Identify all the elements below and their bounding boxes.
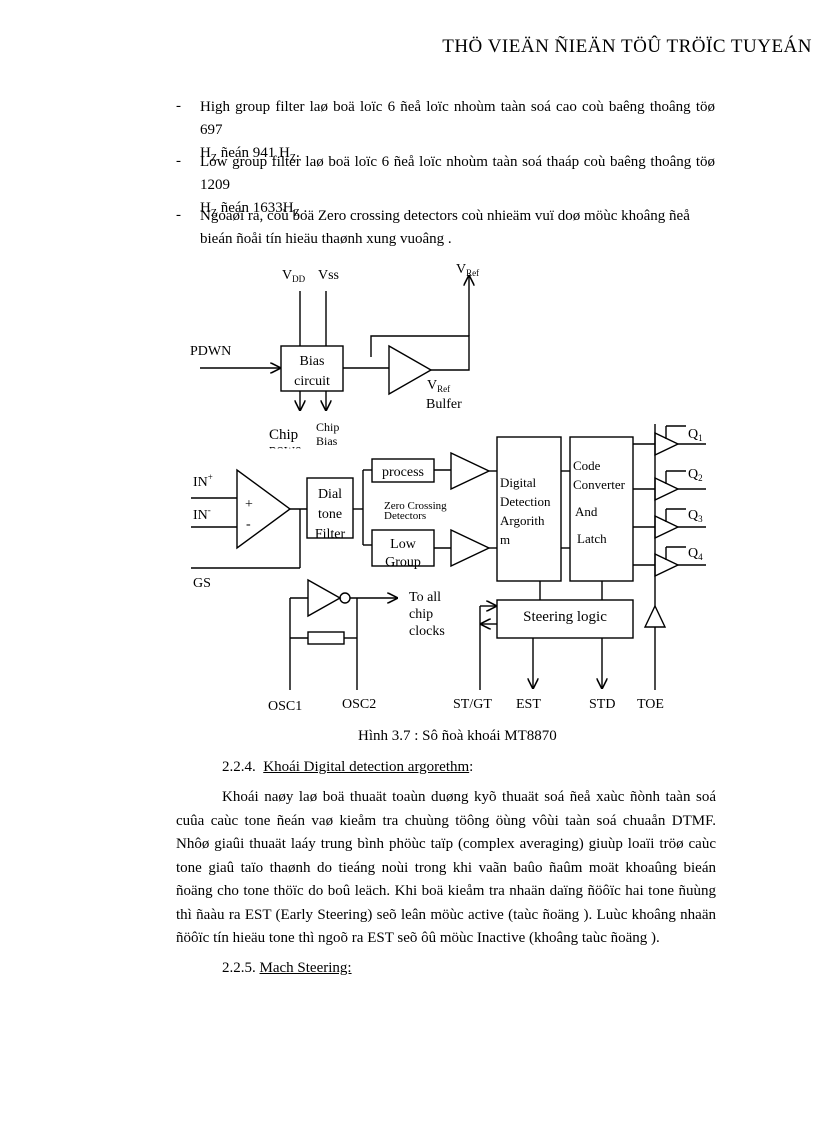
section-title: Mach Steering:: [259, 960, 352, 976]
bullet-marker: -: [176, 207, 181, 223]
group-label: Group: [385, 555, 421, 570]
clocks-label: clocks: [409, 624, 445, 639]
inverter-triangle: [307, 578, 342, 618]
low-label: Low: [390, 537, 417, 552]
section-colon: :: [469, 759, 474, 775]
steering-logic-label: Steering logic: [523, 609, 607, 625]
section-title: Khoái Digital detection argorethm: [263, 759, 470, 775]
bullet-line: HZ ñeán 941 HZ.: [200, 142, 715, 170]
dial-label: Dial: [318, 487, 342, 502]
to-all-label: To all: [409, 590, 441, 605]
in-plus-label: IN+: [193, 472, 213, 490]
buffer-triangle: [388, 344, 433, 396]
bullet-line: bieán ñoåi tín hieäu thaønh xung vuoâng …: [200, 231, 452, 247]
dial-tone-filter-box: [306, 477, 354, 539]
circuit-label: circuit: [294, 374, 330, 389]
vref-buffer-label: VRef: [427, 378, 450, 394]
unit-sub: Z: [293, 208, 300, 219]
vdd-label: VDD: [282, 268, 306, 284]
unit-sub: Z: [210, 208, 217, 219]
bullet-item: Ngoaøi ra, coù boä Zero crossing detecto…: [200, 205, 715, 251]
bullet-line: Ngoaøi ra, coù boä Zero crossing detecto…: [200, 208, 690, 224]
toe-label: TOE: [637, 697, 664, 712]
digital-label: Digital: [500, 475, 536, 490]
digital-detection-box: [496, 436, 562, 582]
detection-label: Detection: [500, 494, 551, 509]
opamp-plus: +: [245, 497, 253, 512]
latch-label: Latch: [577, 531, 607, 546]
chip-label: chip: [409, 607, 433, 622]
q3-label: Q3: [688, 508, 703, 524]
bullet-line: High group filter laø boä loïc 6 ñeå loï…: [200, 99, 715, 138]
section-number: 2.2.5.: [222, 960, 256, 976]
process-label: process: [382, 465, 424, 480]
code-label: Code: [573, 458, 601, 473]
zero-crossing-label: Zero Crossing: [384, 500, 447, 512]
bullet-line: Low group filter laø boä loïc 6 ñeå loïc…: [200, 154, 715, 193]
osc2-label: OSC2: [342, 697, 376, 712]
in-minus-label: IN-: [193, 505, 211, 523]
bullet-marker: -: [176, 98, 181, 114]
unit-h: H: [200, 200, 211, 216]
unit-text: ñeán 941 H: [216, 145, 290, 161]
tone-label: tone: [318, 507, 342, 522]
argorith-label: Argorith: [500, 513, 545, 528]
bullet-item: High group filter laø boä loïc 6 ñeå loï…: [200, 96, 715, 170]
pdwn-label: PDWN: [190, 344, 231, 359]
unit-h: H: [200, 145, 211, 161]
vref-top-label: VRef: [456, 262, 479, 278]
opamp-minus: -: [246, 517, 251, 532]
st-gt-label: ST/GT: [453, 697, 492, 712]
bullet-line: HZ ñeán 1633HZ .: [200, 197, 715, 225]
std-label: STD: [589, 697, 615, 712]
gs-label: GS: [193, 576, 211, 591]
q2-label: Q2: [688, 467, 703, 483]
and-label: And: [575, 504, 598, 519]
bulfer-label: Bulfer: [426, 397, 462, 412]
detectors-label: Detectors: [384, 510, 426, 522]
resistor: [307, 631, 345, 645]
vss-label: Vss: [318, 268, 339, 283]
chip-bias-label: Chip: [316, 420, 339, 434]
section-number: 2.2.4.: [222, 759, 256, 775]
bullet-marker: -: [176, 153, 181, 169]
bullet-item: Low group filter laø boä loïc 6 ñeå loïc…: [200, 151, 715, 225]
filter-label: Filter: [315, 527, 346, 542]
section-heading-224: 2.2.4. Khoái Digital detection argorethm…: [222, 759, 473, 776]
converter-label: Converter: [573, 477, 626, 492]
page-header-title: THÖ VIEÄN ÑIEÄN TÖÛ TRÖÏC TUYEÁN: [442, 36, 812, 57]
unit-sub: Z: [210, 153, 217, 164]
q1-label: Q1: [688, 427, 703, 443]
opamp-triangle: [236, 468, 292, 550]
figure-caption: Hình 3.7 : Sô ñoà khoái MT8870: [358, 728, 557, 744]
chip-bias-label-2: Bias: [316, 434, 338, 448]
osc1-label: OSC1: [268, 699, 302, 714]
est-label: EST: [516, 697, 541, 712]
bias-label: Bias: [300, 354, 325, 369]
unit-end: .: [299, 200, 308, 216]
unit-sub: Z: [289, 153, 296, 164]
body-paragraph: Khoái naøy laø boä thuaät toaùn duøng ky…: [176, 789, 716, 946]
q4-label: Q4: [688, 546, 703, 562]
argorith-m-label: m: [500, 532, 510, 547]
section-heading-225: 2.2.5. Mach Steering:: [222, 960, 352, 977]
steering-logic-box: [496, 599, 634, 639]
chip-power-label: Chip: [269, 427, 298, 443]
unit-end: .: [295, 145, 300, 161]
unit-text: ñeán 1633H: [216, 200, 294, 216]
